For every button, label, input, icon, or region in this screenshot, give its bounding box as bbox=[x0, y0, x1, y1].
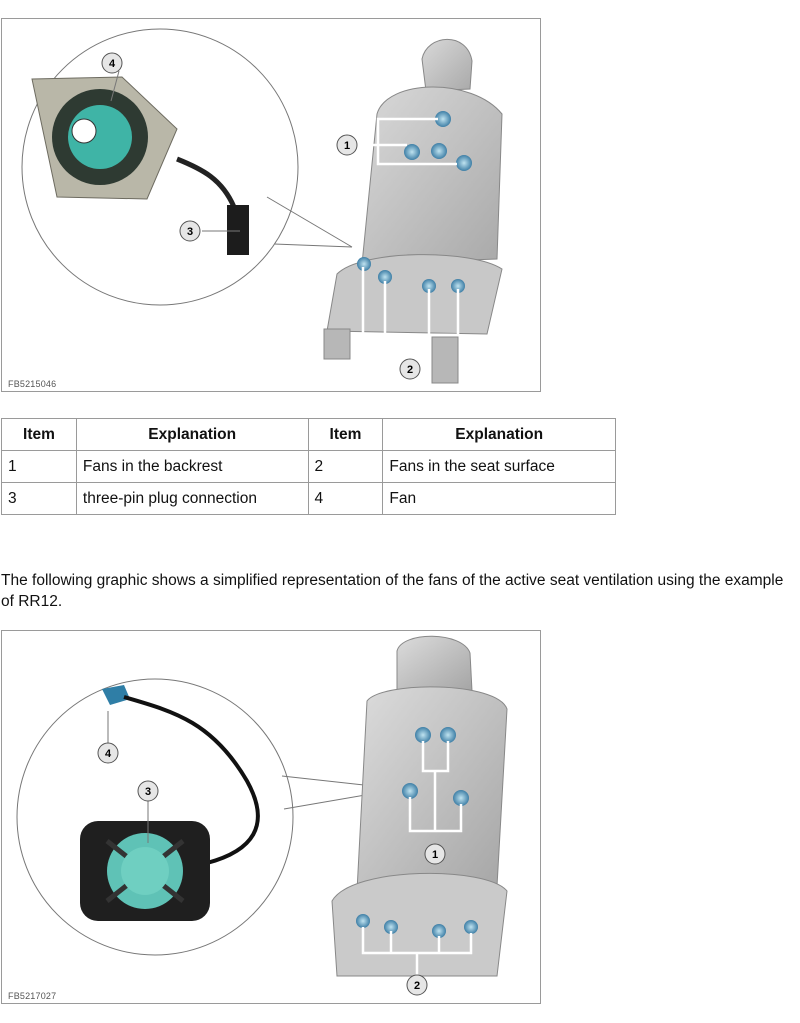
table-cell: Fans in the seat surface bbox=[382, 450, 616, 483]
svg-text:1: 1 bbox=[344, 140, 350, 152]
table-cell: 4 bbox=[307, 482, 384, 515]
callout-4: 4 bbox=[97, 742, 119, 764]
fan-unit-photo bbox=[31, 76, 249, 255]
backrest-fans bbox=[404, 111, 472, 171]
callout-2: 2 bbox=[406, 974, 428, 996]
seat-surface-fans bbox=[357, 257, 465, 293]
table-cell: 1 bbox=[1, 450, 77, 483]
callout-4: 4 bbox=[101, 52, 123, 74]
seat-surface-fans bbox=[356, 914, 478, 938]
header-explanation: Explanation bbox=[382, 418, 616, 451]
callout-3: 3 bbox=[179, 220, 201, 242]
callout-1: 1 bbox=[424, 843, 446, 865]
svg-text:1: 1 bbox=[432, 849, 438, 861]
table-cell: Fans in the backrest bbox=[75, 450, 309, 483]
callout-2: 2 bbox=[399, 358, 421, 380]
figure-seat-ventilation-fans-2: 1 2 3 4 FB5217027 bbox=[1, 630, 541, 1004]
callout-1: 1 bbox=[336, 134, 358, 156]
figure-code: FB5217027 bbox=[8, 991, 57, 1001]
svg-text:4: 4 bbox=[109, 58, 116, 70]
seat-fans-illustration-1: 1 2 3 4 bbox=[21, 28, 503, 384]
legend-header-row: Item Explanation Item Explanation bbox=[1, 418, 616, 451]
callout-3: 3 bbox=[137, 780, 159, 802]
table-cell: Fan bbox=[382, 482, 616, 515]
figure-code: FB5215046 bbox=[8, 379, 57, 389]
table-cell: 3 bbox=[1, 482, 77, 515]
seat-drawing bbox=[323, 38, 503, 384]
svg-text:3: 3 bbox=[145, 786, 151, 798]
description-paragraph: The following graphic shows a simplified… bbox=[1, 572, 784, 610]
svg-text:3: 3 bbox=[187, 226, 193, 238]
header-item: Item bbox=[307, 418, 384, 451]
backrest-fans bbox=[402, 727, 469, 806]
table-row: 3 three-pin plug connection 4 Fan bbox=[1, 482, 616, 515]
svg-text:2: 2 bbox=[407, 364, 413, 376]
svg-text:4: 4 bbox=[105, 748, 112, 760]
seat-drawing bbox=[331, 635, 508, 977]
fan-unit-photo bbox=[80, 685, 260, 921]
figure-seat-ventilation-fans-1: 1 2 3 4 FB5215046 bbox=[1, 18, 541, 392]
header-item: Item bbox=[1, 418, 77, 451]
table-row: 1 Fans in the backrest 2 Fans in the sea… bbox=[1, 450, 616, 483]
table-cell: three-pin plug connection bbox=[75, 482, 309, 515]
svg-text:2: 2 bbox=[414, 980, 420, 992]
header-explanation: Explanation bbox=[75, 418, 309, 451]
table-cell: 2 bbox=[307, 450, 384, 483]
seat-fans-illustration-2: 1 2 3 4 bbox=[16, 635, 508, 996]
legend-table: Item Explanation Item Explanation 1 Fans… bbox=[1, 418, 616, 515]
